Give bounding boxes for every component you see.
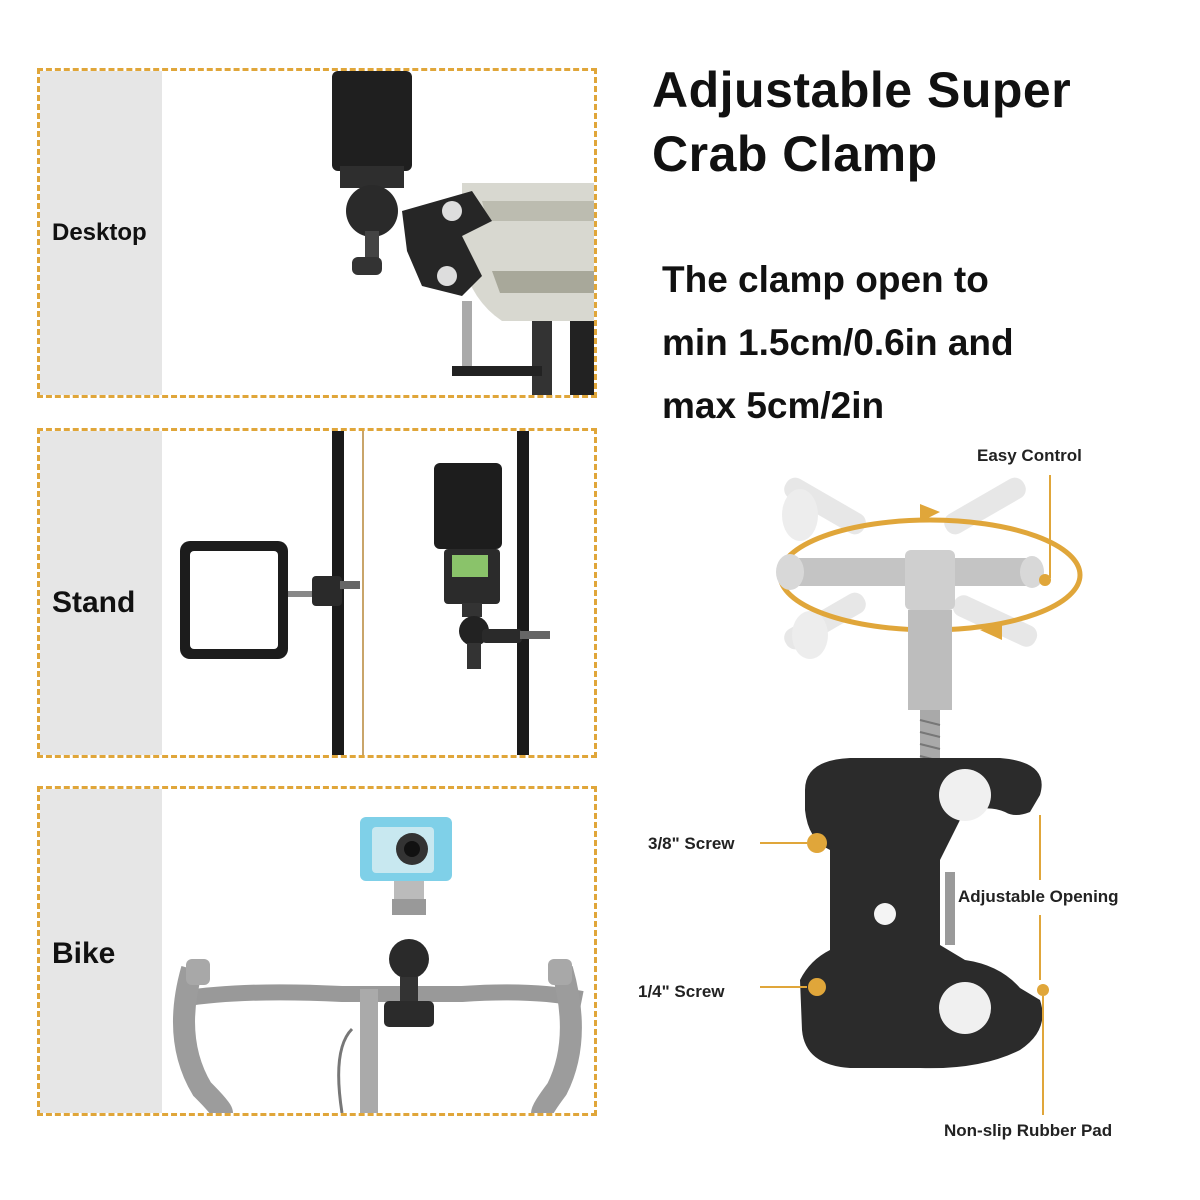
desktop-clamp-illustration (332, 71, 594, 395)
screw-38-label: 3/8" Screw (648, 834, 735, 853)
spec-line-2: min 1.5cm/0.6in and (662, 322, 1014, 363)
rotation-ghost-handles (782, 477, 1038, 659)
title-line-1: Adjustable Super (652, 62, 1072, 118)
stand-clamp-illustration (180, 431, 550, 755)
bike-usage-panel: Bike (37, 786, 597, 1116)
stand-photo (162, 431, 594, 755)
panel-sidebar (40, 431, 162, 755)
panel-sidebar (40, 789, 162, 1113)
adjustable-opening-label: Adjustable Opening (958, 887, 1119, 906)
screw-38-hole (807, 833, 827, 853)
rubber-pad-label: Non-slip Rubber Pad (944, 1121, 1113, 1140)
title-line-2: Crab Clamp (652, 126, 938, 182)
desktop-usage-panel: Desktop (37, 68, 597, 398)
screw-14-label: 1/4" Screw (638, 982, 725, 1001)
easy-control-label: Easy Control (977, 446, 1082, 465)
steel-shaft (908, 610, 952, 710)
opening-spec: The clamp open to min 1.5cm/0.6in and ma… (662, 248, 1014, 437)
clamp-body (800, 758, 1043, 1069)
spec-line-3: max 5cm/2in (662, 385, 885, 426)
bike-label: Bike (52, 937, 116, 970)
bike-photo (162, 789, 594, 1113)
product-title: Adjustable Super Crab Clamp (652, 58, 1071, 186)
desktop-label: Desktop (52, 219, 147, 246)
screw-14-hole (808, 978, 826, 996)
stand-usage-panel: Stand (37, 428, 597, 758)
stand-label: Stand (52, 586, 136, 619)
bike-clamp-illustration (173, 817, 584, 1113)
desktop-photo (162, 71, 594, 395)
panel-sidebar (40, 71, 162, 395)
spec-line-1: The clamp open to (662, 259, 989, 300)
crab-clamp-diagram (760, 475, 1083, 1115)
